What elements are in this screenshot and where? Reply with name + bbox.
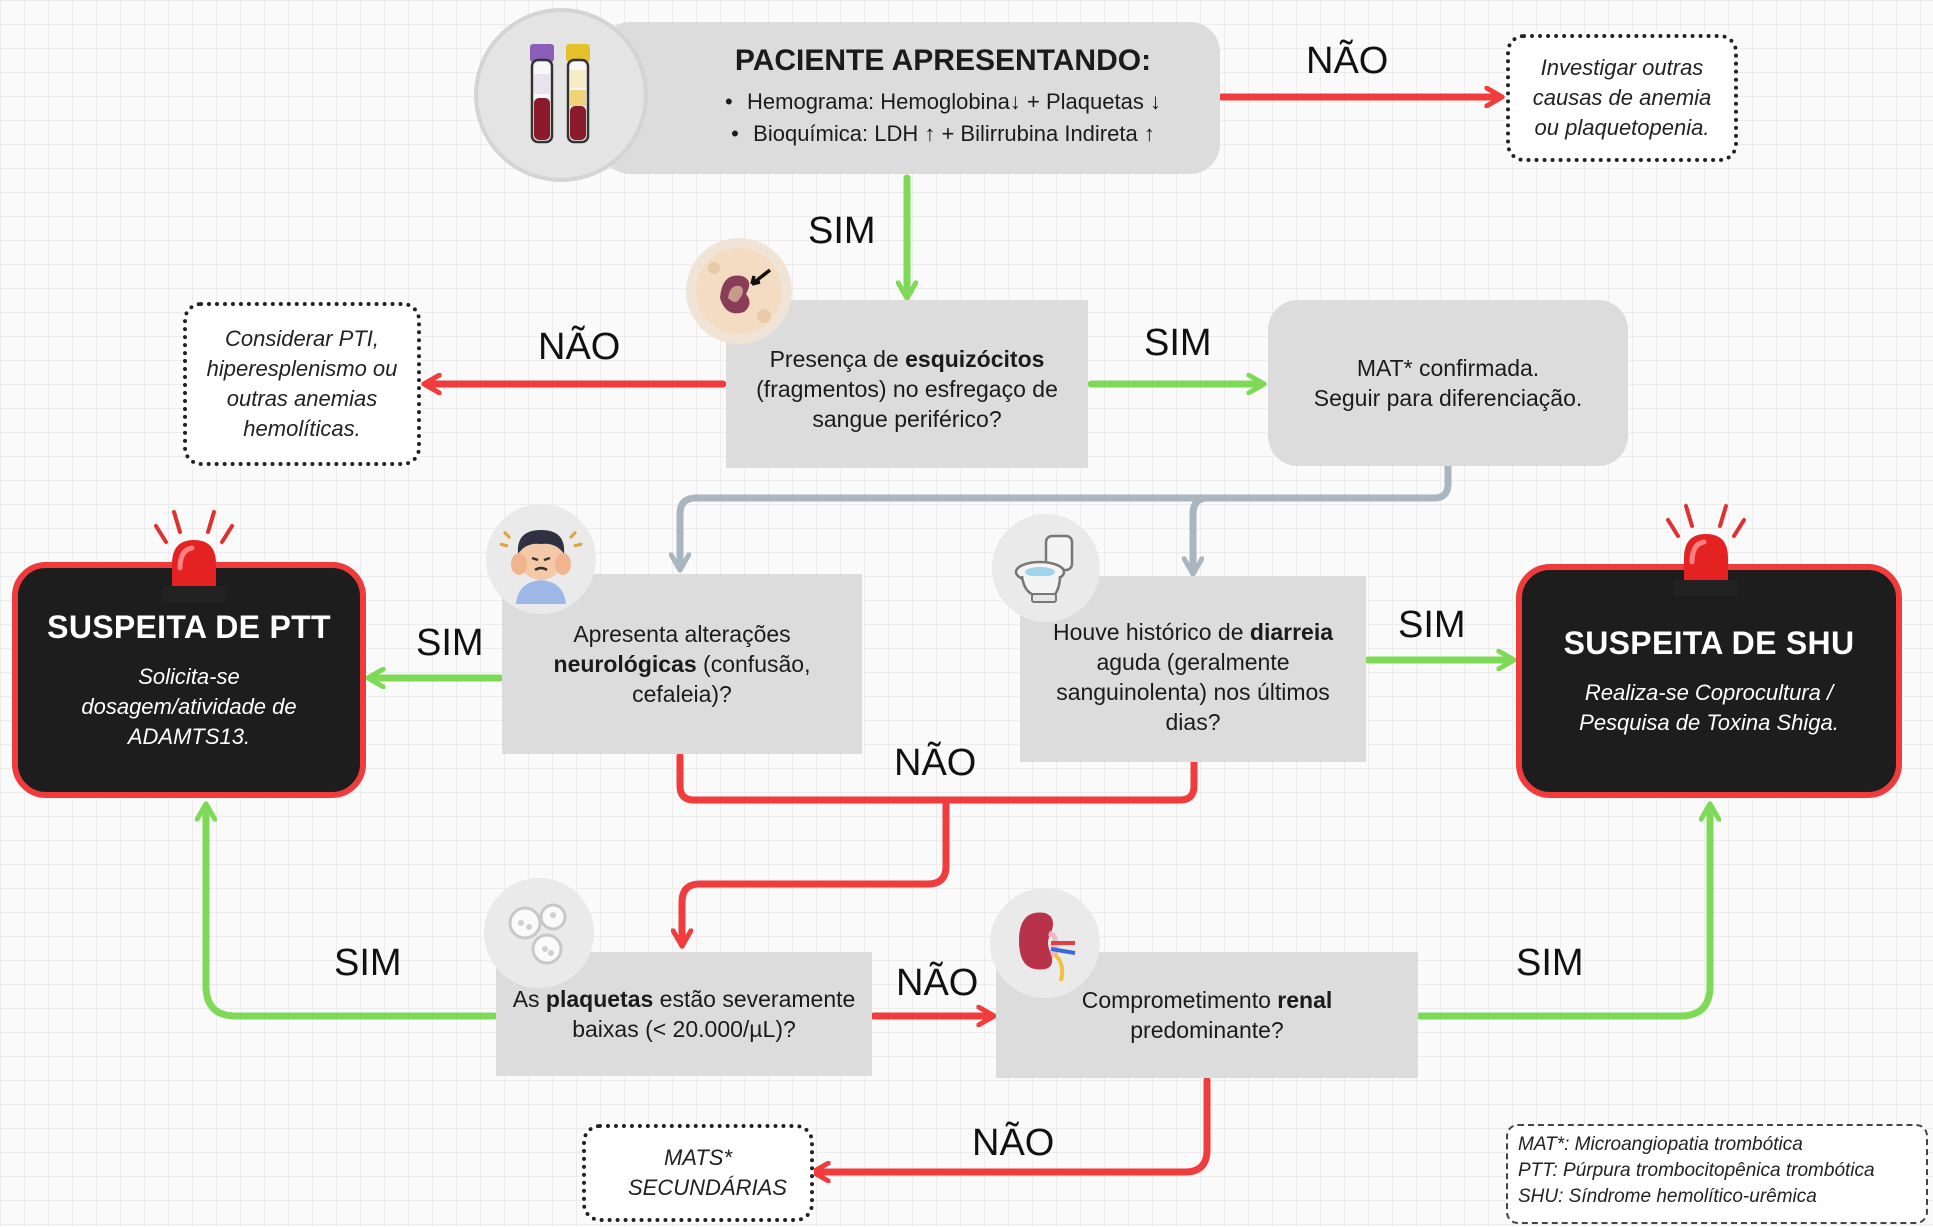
mat-line-2: Seguir para diferenciação. <box>1313 385 1583 411</box>
blood-cell-icon <box>686 238 792 344</box>
platelets-question: As plaquetas estão severamente baixas (<… <box>496 952 872 1076</box>
note-pti: Considerar PTI, hiperesplenismo ou outra… <box>183 302 421 466</box>
shu-title: SUSPEITA DE SHU <box>1563 624 1855 661</box>
legend-item: SHU: Síndrome hemolítico-urêmica <box>1518 1186 1817 1207</box>
note-other-causes: Investigar outras causas de anemia ou pl… <box>1506 34 1738 162</box>
arrow-mat-neuro <box>680 462 1452 568</box>
siren-icon-shu <box>1656 502 1756 607</box>
label-sim-neuro: SIM <box>416 622 484 664</box>
label-nao-middle: NÃO <box>894 742 977 784</box>
diarrhea-text: Houve histórico de diarreia aguda (geral… <box>1053 619 1333 735</box>
schistocytes-question: Presença de esquizócitos (fragmentos) no… <box>726 300 1088 468</box>
shu-desc: Realiza-se Coprocultura / Pesquisa de To… <box>1579 679 1839 735</box>
label-sim-schisto: SIM <box>1144 322 1212 364</box>
start-node: PACIENTE APRESENTANDO: •Hemograma: Hemog… <box>600 22 1220 174</box>
shu-suspicion-node: SUSPEITA DE SHU Realiza-se Coprocultura … <box>1516 564 1902 798</box>
kidney-icon <box>990 888 1100 998</box>
ptt-desc: Solicita-se dosagem/atividade de ADAMTS1… <box>81 663 297 749</box>
start-bullet-2: •Bioquímica: LDH ↑ + Bilirrubina Indiret… <box>731 121 1155 146</box>
arrow-renal-nao <box>815 1076 1211 1172</box>
platelets-icon <box>484 878 594 988</box>
label-sim-renal: SIM <box>1516 942 1584 984</box>
neuro-text: Apresenta alterações neurológicas (confu… <box>553 621 811 707</box>
label-sim-start: SIM <box>808 210 876 252</box>
platelets-text: As plaquetas estão severamente baixas (<… <box>512 986 856 1042</box>
toilet-icon <box>992 514 1100 622</box>
arrow-merge-platelets <box>682 796 950 944</box>
ptt-title: SUSPEITA DE PTT <box>47 608 331 645</box>
siren-icon <box>144 508 244 613</box>
label-sim-diarrhea: SIM <box>1398 604 1466 646</box>
start-title: PACIENTE APRESENTANDO: <box>734 44 1152 77</box>
start-bullet-1: •Hemograma: Hemoglobina↓ + Plaquetas ↓ <box>725 89 1161 114</box>
mat-confirmed-node: MAT* confirmada. Seguir para diferenciaç… <box>1268 300 1628 466</box>
label-nao-platelets: NÃO <box>896 962 979 1004</box>
note-secondary: MATS* SECUNDÁRIAS <box>582 1124 814 1222</box>
label-nao-start: NÃO <box>1306 40 1389 82</box>
schistocytes-text: Presença de esquizócitos (fragmentos) no… <box>756 346 1058 432</box>
renal-text: Comprometimento renal predominante? <box>1081 987 1333 1043</box>
arrow-neuro-nao <box>676 752 1198 804</box>
label-sim-platelets: SIM <box>334 942 402 984</box>
legend-item: MAT*: Microangiopatia trombótica <box>1518 1134 1803 1155</box>
label-nao-renal: NÃO <box>972 1122 1055 1164</box>
headache-person-icon <box>486 504 596 614</box>
arrow-mat-diarrhea <box>1193 494 1212 572</box>
legend-item: PTT: Púrpura trombocitopênica trombótica <box>1518 1160 1875 1181</box>
legend: MAT*: Microangiopatia trombótica PTT: Pú… <box>1506 1124 1928 1224</box>
blood-tubes-icon <box>474 8 648 182</box>
mat-line-1: MAT* confirmada. <box>1356 355 1540 381</box>
arrow-renal-sim <box>1416 806 1710 1020</box>
label-nao-schisto: NÃO <box>538 326 621 368</box>
arrow-platelets-sim <box>206 806 498 1020</box>
